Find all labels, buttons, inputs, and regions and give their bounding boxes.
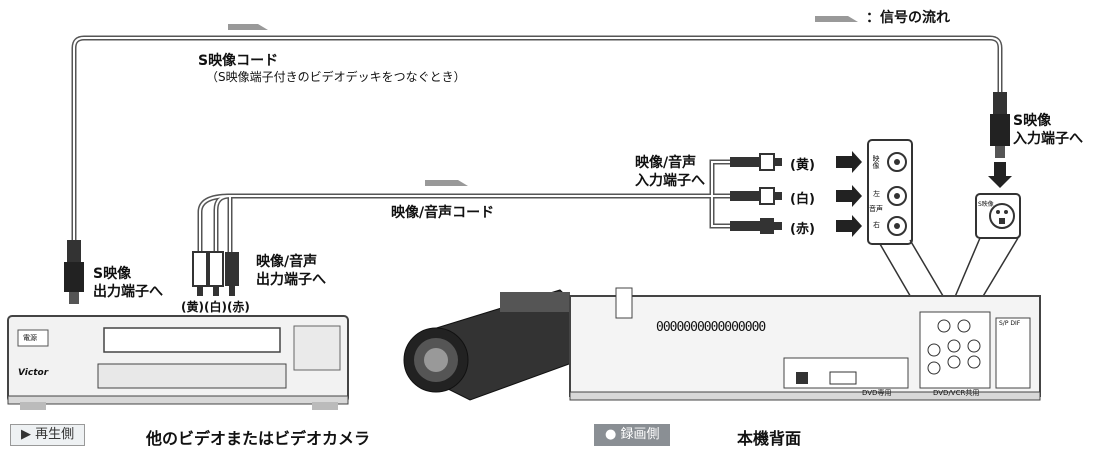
vcr-deck — [7, 315, 349, 410]
camcorder — [403, 289, 581, 401]
rca-plugs-input — [730, 153, 782, 234]
jack-label-audio: 音声 — [869, 205, 883, 213]
playback-side-tag: ▶ 再生側 — [10, 424, 86, 446]
s-video-cable-inner — [73, 37, 1001, 240]
plug-yellow-label: (黄) — [790, 158, 815, 173]
rear-vents: 0000000000000000 — [656, 320, 766, 335]
rear-label-dvd-only: DVD専用 — [862, 389, 892, 397]
s-video-plug-input — [990, 92, 1010, 158]
record-side-tag: ● 録画側 — [594, 424, 671, 446]
svideo-jack-label: S映像 — [978, 201, 994, 208]
rca-plugs-output — [192, 251, 239, 296]
av-cord-title: 映像/音声コード — [391, 205, 495, 221]
down-arrow — [988, 162, 1012, 188]
legend-label: ：信号の流れ — [866, 10, 950, 26]
record-side-caption: 本機背面 — [737, 429, 802, 448]
av-input-panel — [867, 139, 913, 245]
s-video-cord-note: （S映像端子付きのビデオデッキをつなぐとき） — [206, 70, 466, 84]
vcr-power-label: 電源 — [23, 334, 37, 342]
av-output-label-1: 映像/音声 — [256, 254, 318, 270]
av-input-label-2: 入力端子へ — [635, 173, 705, 189]
flow-arrow-av — [425, 180, 468, 186]
s-video-plug-output — [64, 240, 84, 304]
av-output-label-2: 出力端子へ — [256, 272, 326, 288]
rear-label-spdif: S/P DIF — [999, 320, 1021, 327]
av-input-label-1: 映像/音声 — [635, 155, 697, 171]
s-video-output-label-2: 出力端子へ — [93, 284, 163, 300]
s-video-cord-title: S映像コード — [198, 53, 279, 69]
s-video-input-label-1: S映像 — [1013, 113, 1052, 129]
s-video-jack-panel — [975, 193, 1021, 239]
flow-arrow-legend — [815, 16, 858, 22]
s-video-output-label-1: S映像 — [93, 266, 132, 282]
av-output-plugs-label: (黄)(白)(赤) — [181, 300, 250, 314]
plug-white-label: (白) — [790, 192, 815, 207]
recorder-rear — [569, 287, 1041, 401]
jack-label-right: 右 — [873, 221, 880, 229]
playback-side-caption: 他のビデオまたはビデオカメラ — [146, 429, 371, 448]
flow-arrow-top — [228, 24, 268, 30]
s-video-input-label-2: 入力端子へ — [1013, 131, 1083, 147]
rear-label-dvd-vcr: DVD/VCR共用 — [933, 389, 980, 397]
jack-label-video: 映像 — [872, 155, 880, 169]
jack-label-left: 左 — [873, 190, 880, 198]
vcr-brand: Victor — [18, 368, 49, 378]
plug-red-label: (赤) — [790, 222, 815, 237]
